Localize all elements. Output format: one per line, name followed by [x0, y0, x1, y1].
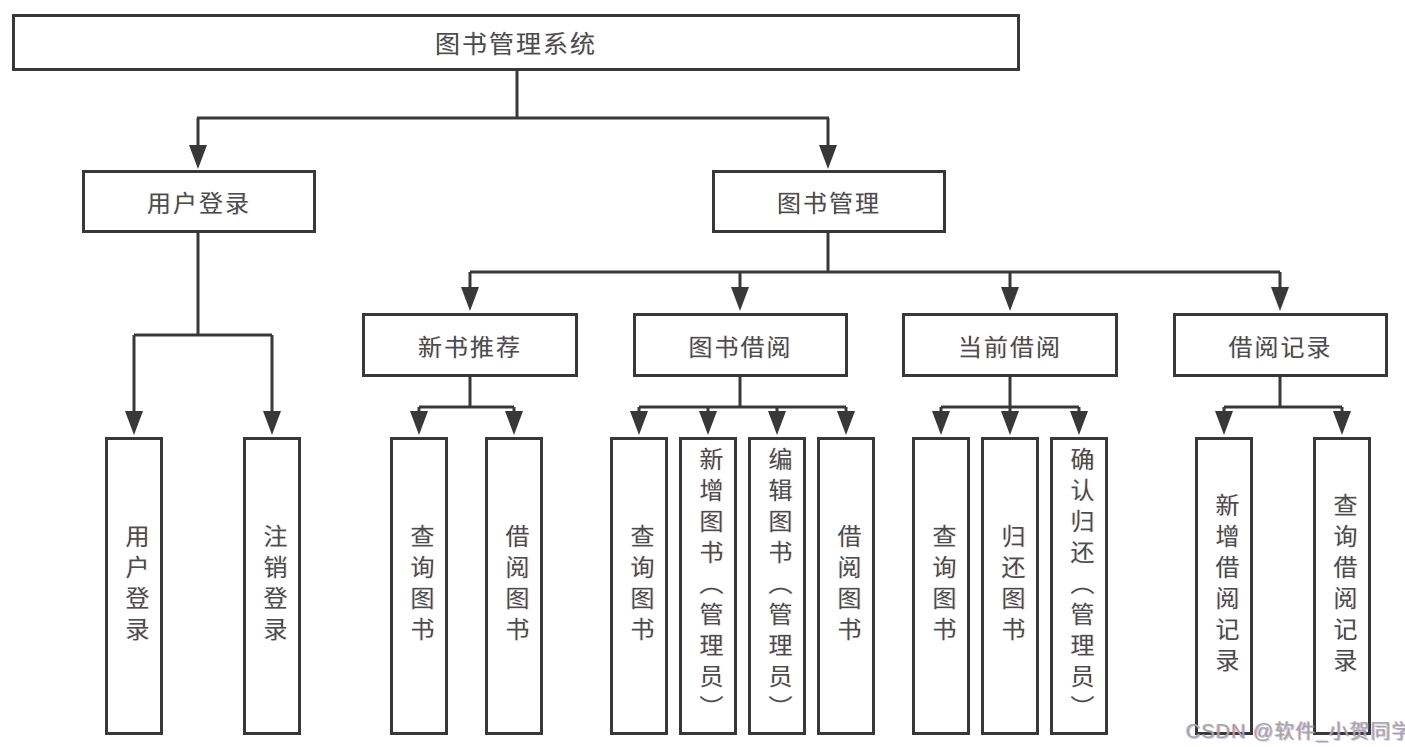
node-book-management-branch: 图书管理 — [712, 170, 946, 233]
csdn-watermark: CSDN @软件_小贺同学 — [1186, 721, 1405, 743]
leaf-query-books-borrowing: 查询图书 — [610, 437, 668, 735]
leaf-user-login: 用户登录 — [105, 437, 163, 735]
node-current-borrowing: 当前借阅 — [902, 313, 1118, 377]
arrowheads — [125, 145, 1351, 435]
leaf-confirm-return-admin: 确认归还（管理员） — [1050, 437, 1108, 735]
leaf-edit-books-admin: 编辑图书（管理员） — [748, 437, 806, 735]
leaf-query-books-recommend: 查询图书 — [390, 437, 448, 735]
node-user-login-branch: 用户登录 — [82, 170, 316, 233]
leaf-add-books-admin: 新增图书（管理员） — [679, 437, 737, 735]
leaf-query-books-current: 查询图书 — [912, 437, 970, 735]
leaf-borrow-books-borrowing: 借阅图书 — [817, 437, 875, 735]
leaf-logout: 注销登录 — [243, 437, 301, 735]
leaf-return-books: 归还图书 — [981, 437, 1039, 735]
leaf-add-borrow-record: 新增借阅记录 — [1195, 437, 1253, 735]
node-borrowing-records: 借阅记录 — [1173, 313, 1388, 377]
node-library-management-system: 图书管理系统 — [12, 14, 1020, 71]
node-book-borrowing: 图书借阅 — [633, 313, 848, 377]
leaf-query-borrow-record: 查询借阅记录 — [1313, 437, 1371, 735]
connector-paths — [132, 70, 1344, 412]
node-new-book-recommendation: 新书推荐 — [362, 313, 578, 377]
leaf-borrow-books-recommend: 借阅图书 — [485, 437, 543, 735]
